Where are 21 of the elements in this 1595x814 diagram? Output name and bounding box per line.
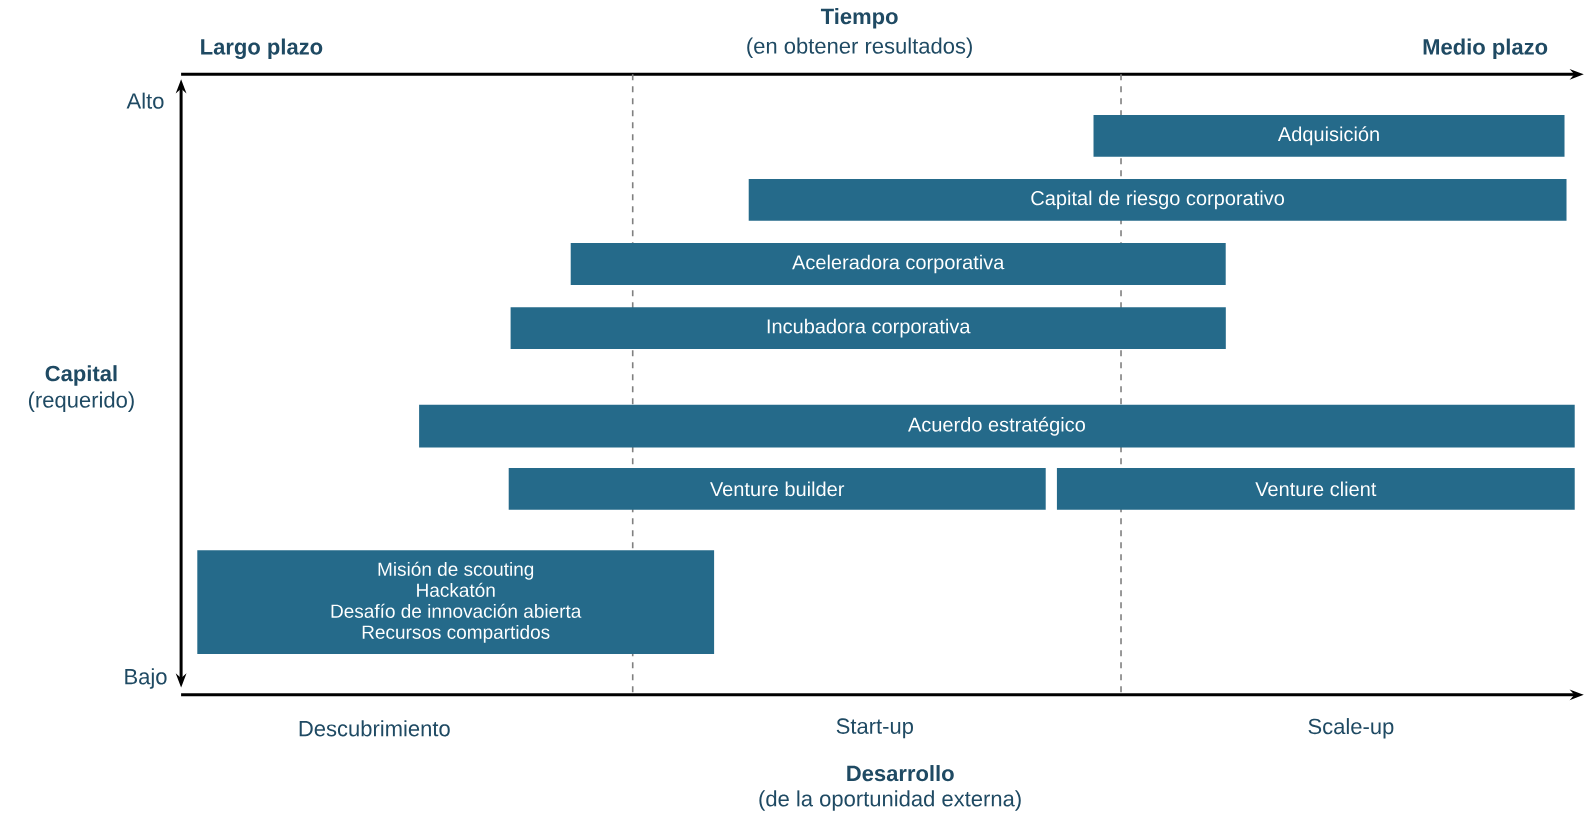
bar: Venture builder [508,467,1046,510]
axis-label: (en obtener resultados) [747,37,972,59]
bar: Misión de scouting Hackatón Desafío de innovación abierta Recursos compartidos [197,550,715,655]
bar: Venture client [1056,467,1575,510]
axis-label: Alto [126,92,164,109]
axis-label: Medio plazo [1423,38,1548,60]
axis-label: Desarrollo [847,765,954,782]
axis-label: Tiempo [820,8,898,29]
axis-label: Start-up [836,718,913,739]
bar: Aceleradora corporativa [570,243,1226,285]
axis-label: (de la oportunidad externa) [759,790,1021,811]
bar: Incubadora corporativa [510,307,1226,349]
axis-label: Scale-up [1308,718,1394,739]
axis-label: (requerido) [28,391,134,413]
axis-label: Capital [45,365,117,386]
axis-label: Bajo [125,668,167,689]
bar: Adquisición [1093,114,1565,157]
bar: Capital de riesgo corporativo [748,179,1567,221]
axis-label: Descubrimiento [299,720,450,737]
axis-label: Largo plazo [201,38,323,60]
bar: Acuerdo estratégico [419,404,1575,448]
